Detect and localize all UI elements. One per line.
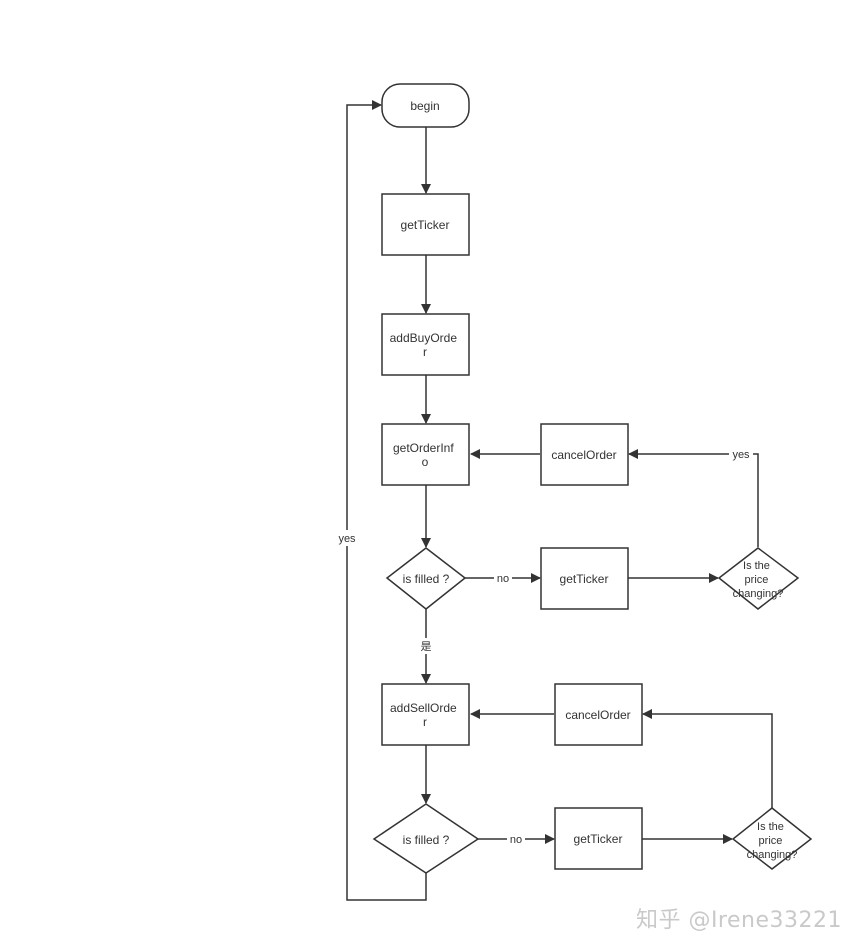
begin-label: begin: [410, 99, 439, 113]
node-isfilled-1: is filled ?: [385, 547, 467, 610]
pricechanging-1-label: Is the price changing?: [733, 560, 784, 600]
node-begin: begin: [381, 83, 470, 128]
addsellorder-box: [381, 683, 470, 746]
edge-label-loop-yes: yes: [338, 533, 356, 545]
addsellorder-label: addSellOrde r: [390, 701, 460, 729]
node-isfilled-2: is filled ?: [372, 803, 480, 874]
addbuyorder-box: [381, 313, 470, 376]
edge-labels: yes no yes 是 no: [334, 447, 753, 846]
edge-label-price1-yes: yes: [732, 449, 750, 461]
watermark: 知乎 @Irene33221: [635, 908, 842, 933]
getticker-2-label: getTicker: [560, 572, 609, 586]
pricechanging-2-diamond: [731, 807, 813, 870]
edge-label-filled2-no: no: [510, 834, 522, 846]
pricechanging-2-label: Is the price changing?: [747, 821, 798, 861]
isfilled-1-diamond: [385, 547, 467, 610]
getticker-1-label: getTicker: [401, 218, 450, 232]
node-pricechanging-1: Is the price changing?: [717, 547, 800, 610]
node-cancelorder-1: cancelOrder: [540, 423, 629, 486]
getorderinfo-box: [381, 423, 470, 486]
node-addbuyorder: addBuyOrde r: [381, 313, 470, 376]
node-addsellorder: addSellOrde r: [381, 683, 470, 746]
getorderinfo-label: getOrderInf o: [393, 441, 457, 469]
node-pricechanging-2: Is the price changing?: [731, 807, 813, 870]
begin-terminal-shape: [381, 83, 470, 128]
addbuyorder-label: addBuyOrde r: [390, 331, 461, 359]
node-cancelorder-2: cancelOrder: [554, 683, 643, 746]
cancelorder-2-box: [554, 683, 643, 746]
edge-pricechanging1-to-cancelorder1: [628, 449, 759, 547]
edges: [346, 100, 773, 901]
node-getticker-1: getTicker: [381, 193, 470, 256]
isfilled-2-label: is filled ?: [403, 833, 450, 847]
edge-pricechanging2-to-cancelorder2: [642, 709, 773, 808]
getticker-3-label: getTicker: [574, 832, 623, 846]
node-getticker-2: getTicker: [540, 547, 629, 610]
cancelorder-2-label: cancelOrder: [565, 708, 630, 722]
node-getorderinfo: getOrderInf o: [381, 423, 470, 486]
cancelorder-1-box: [540, 423, 629, 486]
cancelorder-1-label: cancelOrder: [551, 448, 616, 462]
isfilled-2-diamond: [372, 803, 480, 874]
edge-label-filled1-no: no: [497, 573, 509, 585]
getticker-2-box: [540, 547, 629, 610]
edge-isfilled2-loop-to-begin: [346, 100, 427, 901]
getticker-1-box: [381, 193, 470, 256]
node-getticker-3: getTicker: [554, 807, 643, 870]
edge-label-filled1-yes-cn: 是: [421, 640, 432, 653]
getticker-3-box: [554, 807, 643, 870]
pricechanging-1-diamond: [717, 547, 800, 610]
isfilled-1-label: is filled ?: [403, 572, 450, 586]
